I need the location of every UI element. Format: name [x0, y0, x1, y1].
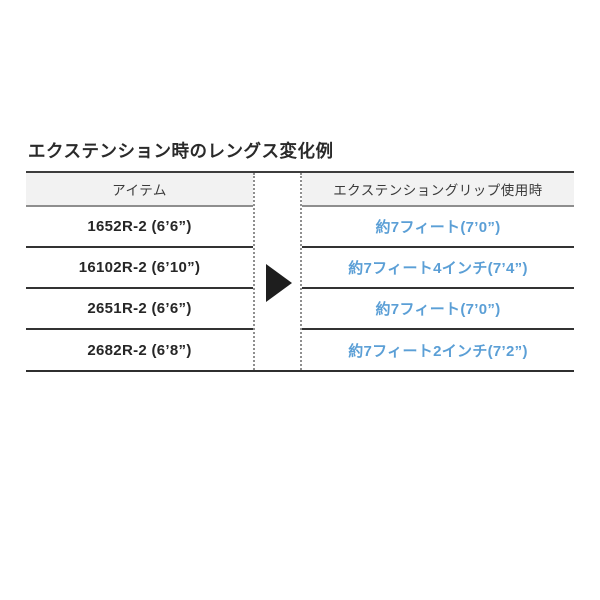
- length-change-table: アイテム エクステンショングリップ使用時 1652R-2 (6’6”) 約7フィ…: [26, 171, 574, 372]
- arrow-column: [253, 173, 302, 370]
- value-label: 約7フィート(7’0”): [375, 219, 501, 236]
- table-row-value-4: 約7フィート2インチ(7’2”): [302, 330, 574, 370]
- table-row-item-1: 1652R-2 (6’6”): [26, 207, 253, 248]
- page-title: エクステンション時のレングス変化例: [28, 141, 334, 161]
- item-label: 1652R-2 (6’6”): [87, 218, 192, 235]
- table-row-value-3: 約7フィート(7’0”): [302, 289, 574, 330]
- table-row-item-3: 2651R-2 (6’6”): [26, 289, 253, 330]
- table-row-item-4: 2682R-2 (6’8”): [26, 330, 253, 370]
- table-row-value-1: 約7フィート(7’0”): [302, 207, 574, 248]
- header-extended-label: エクステンショングリップ使用時: [333, 183, 543, 198]
- item-label: 2651R-2 (6’6”): [87, 300, 192, 317]
- header-item-label: アイテム: [112, 183, 167, 198]
- header-extended: エクステンショングリップ使用時: [302, 173, 574, 207]
- item-label: 2682R-2 (6’8”): [87, 341, 192, 359]
- header-item: アイテム: [26, 173, 253, 207]
- value-label: 約7フィート(7’0”): [375, 301, 501, 318]
- table-row-item-2: 16102R-2 (6’10”): [26, 248, 253, 289]
- right-arrow-icon: [265, 264, 292, 302]
- value-label: 約7フィート2インチ(7’2”): [348, 342, 528, 360]
- table-row-value-2: 約7フィート4インチ(7’4”): [302, 248, 574, 289]
- value-label: 約7フィート4インチ(7’4”): [348, 260, 528, 277]
- item-label: 16102R-2 (6’10”): [78, 259, 201, 276]
